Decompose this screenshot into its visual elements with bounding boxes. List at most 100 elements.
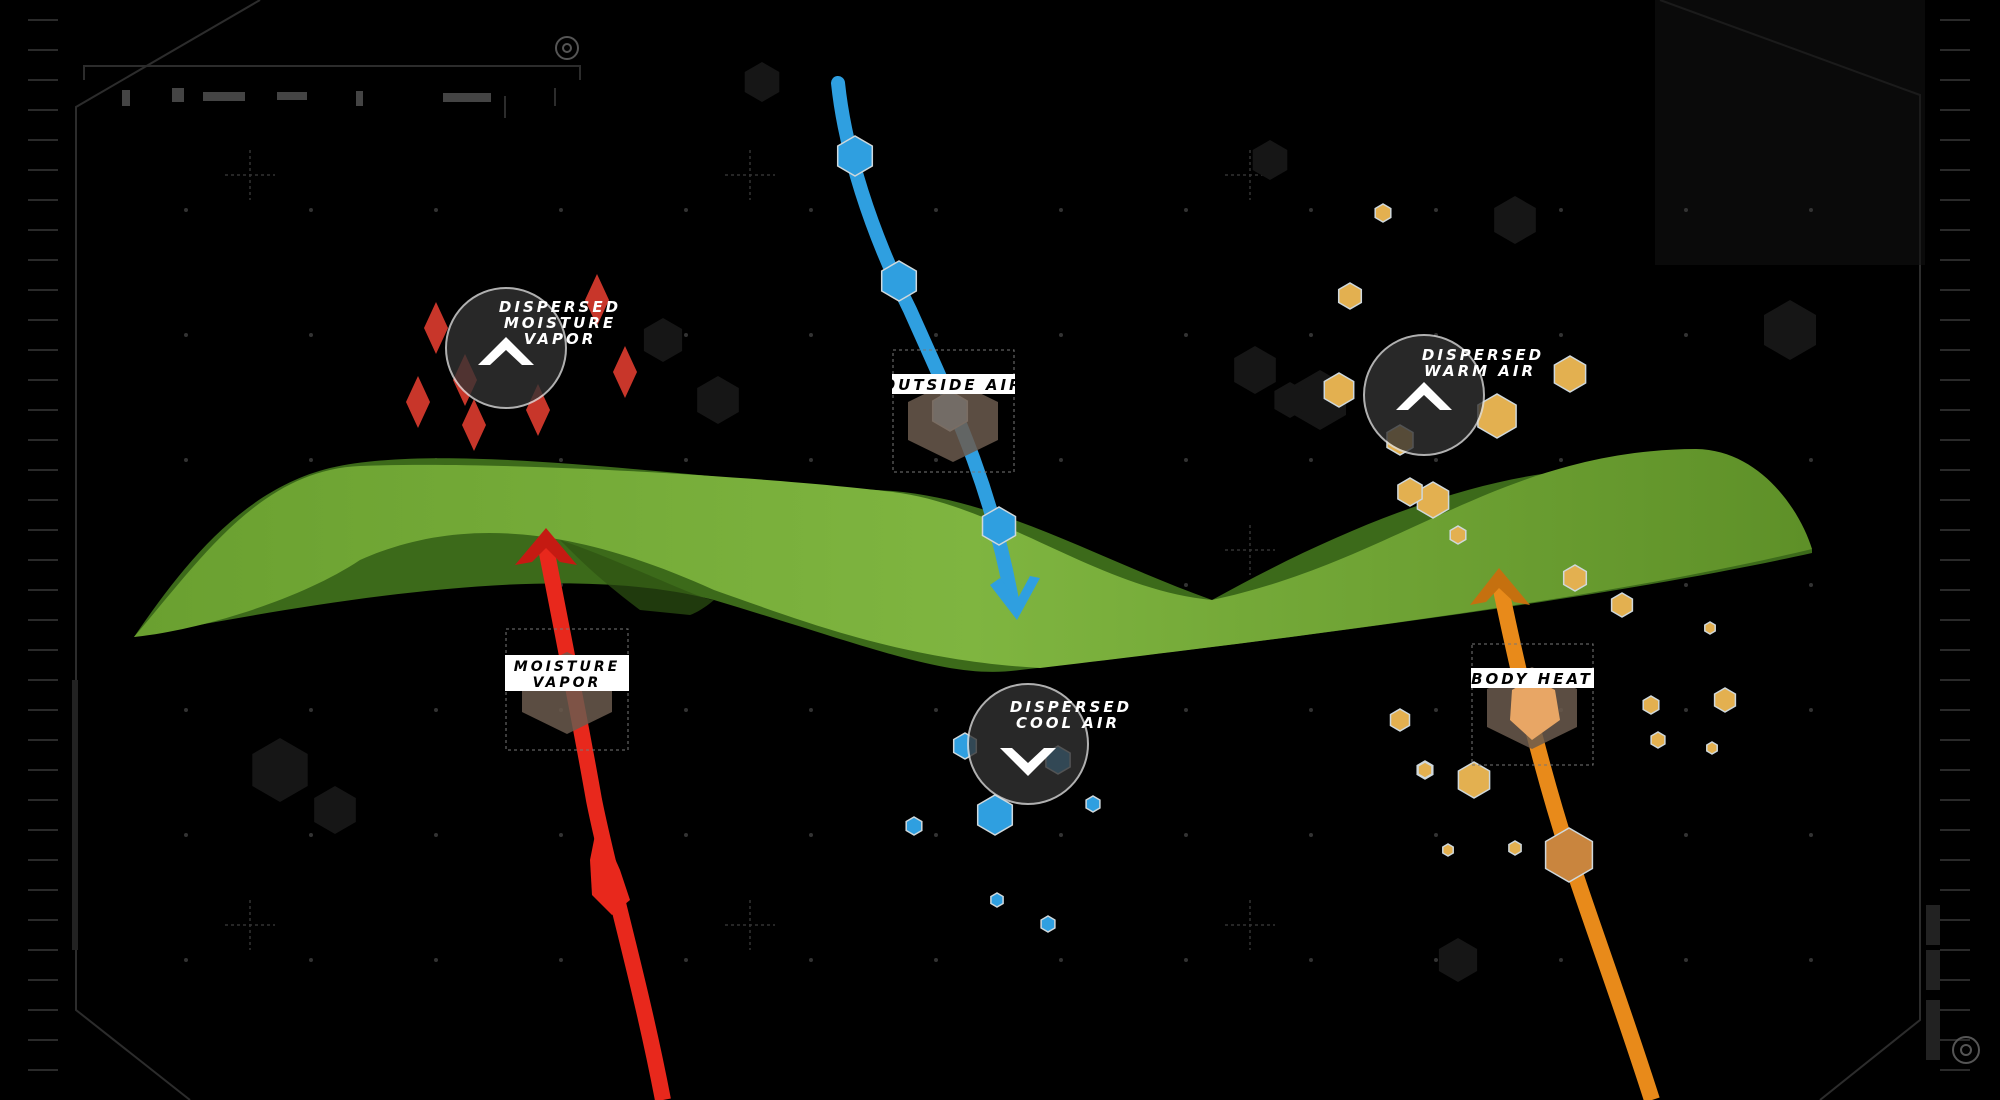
target-icon <box>555 36 1980 1064</box>
grid-dot <box>1059 208 1063 212</box>
fabric-fold-shadow <box>560 540 714 615</box>
grid-dot <box>1684 208 1688 212</box>
grid-dot <box>1184 583 1188 587</box>
grid-dot <box>1184 208 1188 212</box>
grid-dot <box>684 958 688 962</box>
grid-dot <box>1559 333 1563 337</box>
background-hexagon <box>643 318 683 362</box>
grid-dot <box>1809 458 1813 462</box>
grid-dot <box>1434 458 1438 462</box>
grid-dot <box>309 833 313 837</box>
dispersed-warm-indicator: DISPERSED WARM AIR <box>1363 334 1544 456</box>
dispersed-cool-label-2: COOL AIR <box>1016 714 1120 732</box>
grid-dot <box>309 458 313 462</box>
grid-dot <box>309 708 313 712</box>
background-hexagon <box>252 738 308 802</box>
grid-dot <box>1559 958 1563 962</box>
background-hexagon <box>1438 938 1478 982</box>
hexagon-icon <box>1704 621 1716 635</box>
hexagon-icon <box>976 794 1014 836</box>
body-heat-label: BODY HEAT <box>1471 670 1593 688</box>
hexagon-icon <box>1389 708 1411 732</box>
grid-dot <box>559 458 563 462</box>
dot-grid-panel <box>1655 0 1925 265</box>
grid-dot <box>309 333 313 337</box>
hexagon-icon <box>1040 915 1056 933</box>
hexagon-icon <box>880 260 918 302</box>
background-hexagon <box>1274 382 1306 418</box>
hexagon-icon <box>1374 203 1392 223</box>
hexagon-icon <box>1397 477 1423 507</box>
grid-dot <box>1309 208 1313 212</box>
grid-dot <box>1809 208 1813 212</box>
outside-air-label: OUTSIDE AIR <box>882 376 1023 394</box>
grid-dot <box>684 333 688 337</box>
moisture-vapor-label-2: VAPOR <box>533 675 602 691</box>
grid-dot <box>184 708 188 712</box>
moisture-droplet <box>585 274 609 326</box>
background-hexagon <box>697 376 739 424</box>
grid-dot <box>1434 833 1438 837</box>
grid-dot <box>1059 458 1063 462</box>
grid-dot <box>934 208 938 212</box>
grid-dot <box>684 458 688 462</box>
grid-dot <box>1809 958 1813 962</box>
grid-dot <box>309 958 313 962</box>
moisture-droplet <box>462 399 486 451</box>
grid-dot <box>934 333 938 337</box>
body-heat-box: BODY HEAT <box>1471 643 1594 766</box>
grid-dot <box>1309 708 1313 712</box>
grid-dot <box>1184 458 1188 462</box>
dispersed-warm-label-2: WARM AIR <box>1424 362 1536 380</box>
grid-dot <box>809 458 813 462</box>
grid-dot <box>1309 958 1313 962</box>
hexagon-icon <box>1508 840 1522 856</box>
dispersed-cool-indicator: DISPERSED COOL AIR <box>967 683 1132 805</box>
dispersed-cool-label-1: DISPERSED <box>1010 698 1132 716</box>
up-chevron-icon <box>478 337 534 365</box>
hexagon-icon <box>1085 795 1101 813</box>
hexagon-icon <box>1650 731 1666 749</box>
grid-dot <box>934 958 938 962</box>
grid-dot <box>1184 958 1188 962</box>
up-chevron-icon <box>1396 382 1452 410</box>
grid-dot <box>1684 708 1688 712</box>
grid-dot <box>1059 833 1063 837</box>
grid-dot <box>1809 833 1813 837</box>
moisture-droplet <box>613 346 637 398</box>
hexagon-icon <box>1610 592 1634 618</box>
dispersed-warm-label-1: DISPERSED <box>1422 346 1544 364</box>
background-hexagon <box>1764 300 1816 360</box>
fabric-surface <box>134 449 1812 668</box>
grid-dot <box>1809 708 1813 712</box>
background-hexagon <box>1494 196 1536 244</box>
background-hexagon <box>314 786 356 834</box>
grid-dot <box>809 833 813 837</box>
hud-slider-bars <box>72 88 1940 1060</box>
grid-dot <box>809 958 813 962</box>
hexagon-icon <box>1562 564 1588 592</box>
grid-dot <box>684 208 688 212</box>
moisture-vapor-label-1: MOISTURE <box>514 659 620 675</box>
grid-dot <box>1684 583 1688 587</box>
grid-dot <box>1434 958 1438 962</box>
grid-dot <box>684 833 688 837</box>
grid-dot <box>1684 833 1688 837</box>
grid-dot <box>1309 458 1313 462</box>
dispersed-moisture-label-1: DISPERSED <box>499 298 621 316</box>
grid-dot <box>1309 833 1313 837</box>
moisture-vapor-arrow <box>515 528 671 1100</box>
hexagon-icon <box>990 892 1004 908</box>
outside-air-box: OUTSIDE AIR <box>882 349 1023 473</box>
grid-dot <box>684 708 688 712</box>
grid-dot <box>559 958 563 962</box>
grid-dot <box>559 208 563 212</box>
grid-dot <box>434 958 438 962</box>
hexagon-icon <box>1553 355 1587 393</box>
grid-dot <box>1684 333 1688 337</box>
background-hexagon <box>1252 140 1288 180</box>
grid-dot <box>184 958 188 962</box>
hexagon-icon <box>1544 827 1594 883</box>
background-hexagon <box>1234 346 1276 394</box>
